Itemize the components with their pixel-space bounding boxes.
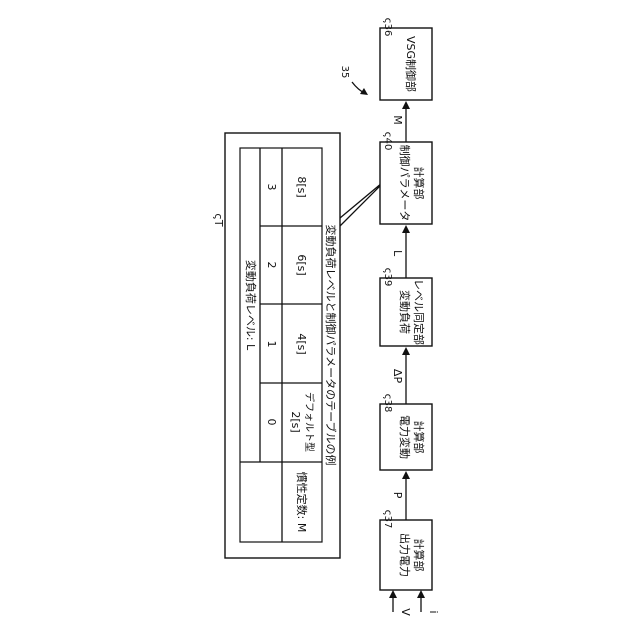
table-caption: 変動負荷レベルと制御パラメータのテーブルの例 (324, 224, 338, 465)
svg-text:電力変動: 電力変動 (398, 415, 412, 459)
value-3: 8[s] (295, 176, 308, 197)
level-3: 3 (265, 184, 278, 191)
block-output-power-calculator: 出力電力 計算部 ς37 (380, 510, 432, 590)
block-load-level-identifier: 変動負荷 レベル同定部 ς39 (380, 268, 432, 346)
block-ref-37: ς37 (382, 510, 393, 529)
signal-m: M (391, 115, 404, 125)
level-2: 2 (265, 262, 278, 269)
value-2: 6[s] (295, 254, 308, 275)
svg-text:レベル同定部: レベル同定部 (412, 279, 426, 345)
level-0: 0 (265, 419, 278, 426)
svg-text:出力電力: 出力電力 (398, 533, 412, 577)
table-header-level: 変動負荷レベル: L (244, 260, 258, 351)
svg-text:制御パラメータ: 制御パラメータ (398, 145, 412, 222)
svg-text:VSG制御部: VSG制御部 (404, 36, 418, 92)
input-i-label: i (427, 610, 440, 613)
block-vsg-controller: VSG制御部 ς36 (380, 18, 432, 100)
table-panel: 変動負荷レベル: L 慣性定数: M 0 1 2 3 2[s] デフォルト型 4… (212, 133, 388, 558)
system-ref-35: 35 (339, 66, 350, 79)
signal-p: P (391, 492, 404, 499)
value-1: 4[s] (295, 333, 308, 354)
default-note: デフォルト型 (303, 392, 316, 452)
signal-l: L (391, 250, 404, 257)
svg-text:計算部: 計算部 (412, 167, 426, 200)
block-control-parameter-calculator: 制御パラメータ 計算部 ς40 (380, 132, 432, 224)
block-ref-40: ς40 (382, 132, 393, 151)
block-power-variation-calculator: 電力変動 計算部 ς38 (380, 394, 432, 470)
table-ref: ςT (212, 213, 225, 226)
block-ref-36: ς36 (382, 18, 393, 37)
svg-text:変動負荷: 変動負荷 (398, 290, 412, 334)
svg-text:計算部: 計算部 (412, 421, 426, 454)
level-1: 1 (265, 341, 278, 348)
svg-text:計算部: 計算部 (412, 539, 426, 572)
value-0: 2[s] (289, 411, 302, 432)
block-ref-39: ς39 (382, 268, 393, 287)
signal-dp: ΔP (391, 369, 404, 384)
input-v-label: V (399, 608, 412, 616)
table-header-param: 慣性定数: M (295, 472, 309, 533)
block-ref-38: ς38 (382, 394, 393, 413)
